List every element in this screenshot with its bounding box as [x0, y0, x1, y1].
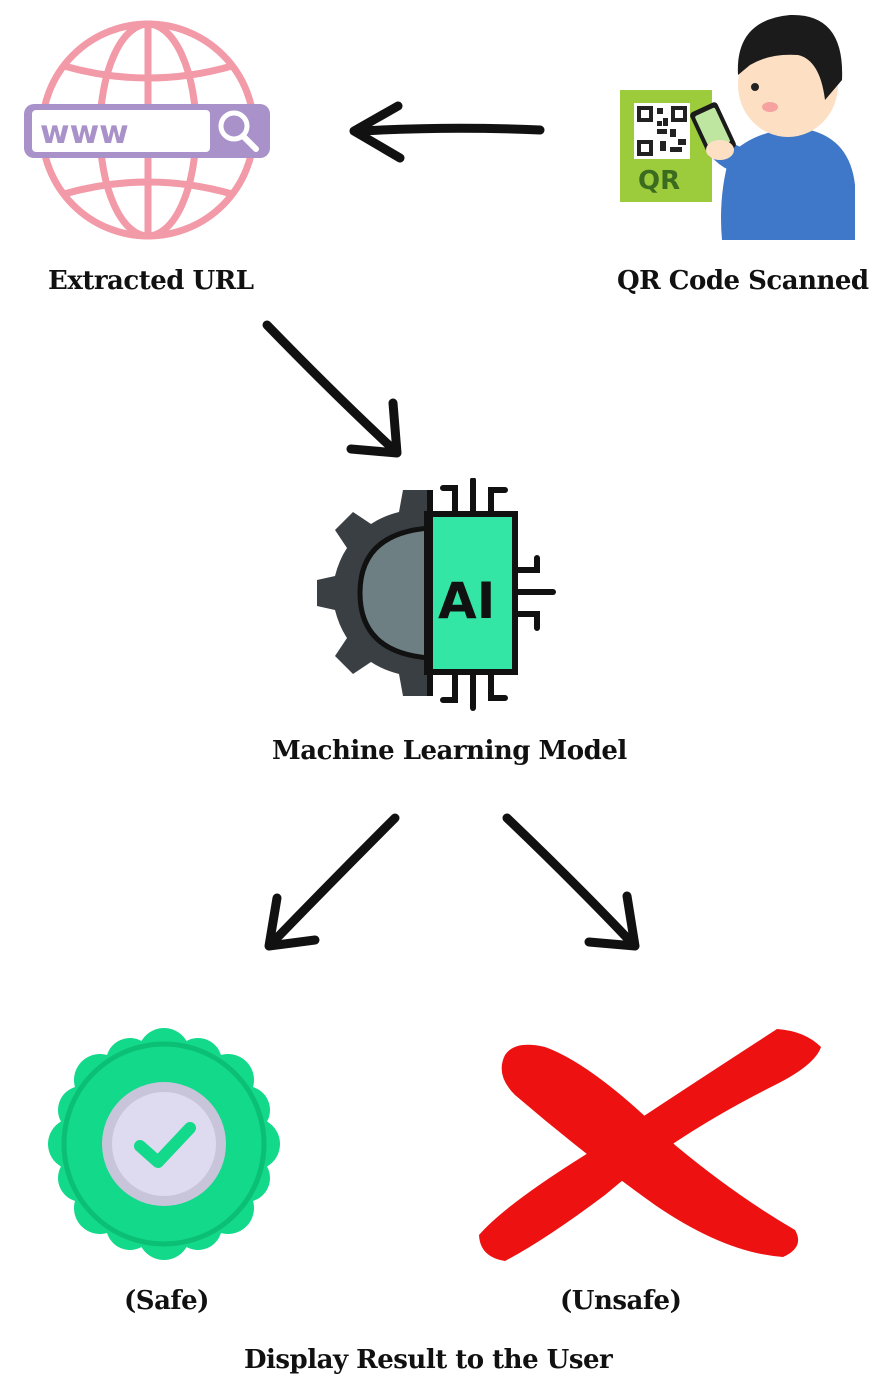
- arrow-model-to-unsafe: [502, 813, 640, 951]
- machine-learning-model-label: Machine Learning Model: [272, 736, 627, 766]
- qr-code-scanned-label: QR Code Scanned: [617, 266, 869, 296]
- display-result-label: Display Result to the User: [244, 1345, 613, 1375]
- globe-www-icon: www: [24, 20, 270, 240]
- url-node: www: [20, 18, 275, 246]
- person-scanning-qr-icon: QR: [620, 14, 855, 240]
- arrow-qr-to-url: [349, 101, 545, 163]
- extracted-url-label: Extracted URL: [48, 266, 254, 296]
- model-node: AI: [315, 478, 560, 713]
- qr-sign-text: QR: [638, 166, 680, 196]
- unsafe-node: [475, 1025, 827, 1265]
- ai-gear-chip-icon: AI: [317, 478, 556, 711]
- green-check-badge-icon: [48, 1028, 280, 1260]
- arrow-model-to-safe: [264, 813, 400, 951]
- unsafe-label: (Unsafe): [560, 1286, 682, 1316]
- safe-node: [48, 1028, 280, 1260]
- red-x-icon: [479, 1029, 821, 1261]
- arrow-url-to-model: [262, 320, 402, 458]
- checkmark-icon: [134, 1122, 196, 1168]
- qr-node: QR: [610, 5, 860, 250]
- search-icon: [218, 110, 259, 152]
- www-text: www: [40, 113, 129, 151]
- ai-chip-text: AI: [438, 572, 495, 630]
- safe-label: (Safe): [124, 1286, 209, 1316]
